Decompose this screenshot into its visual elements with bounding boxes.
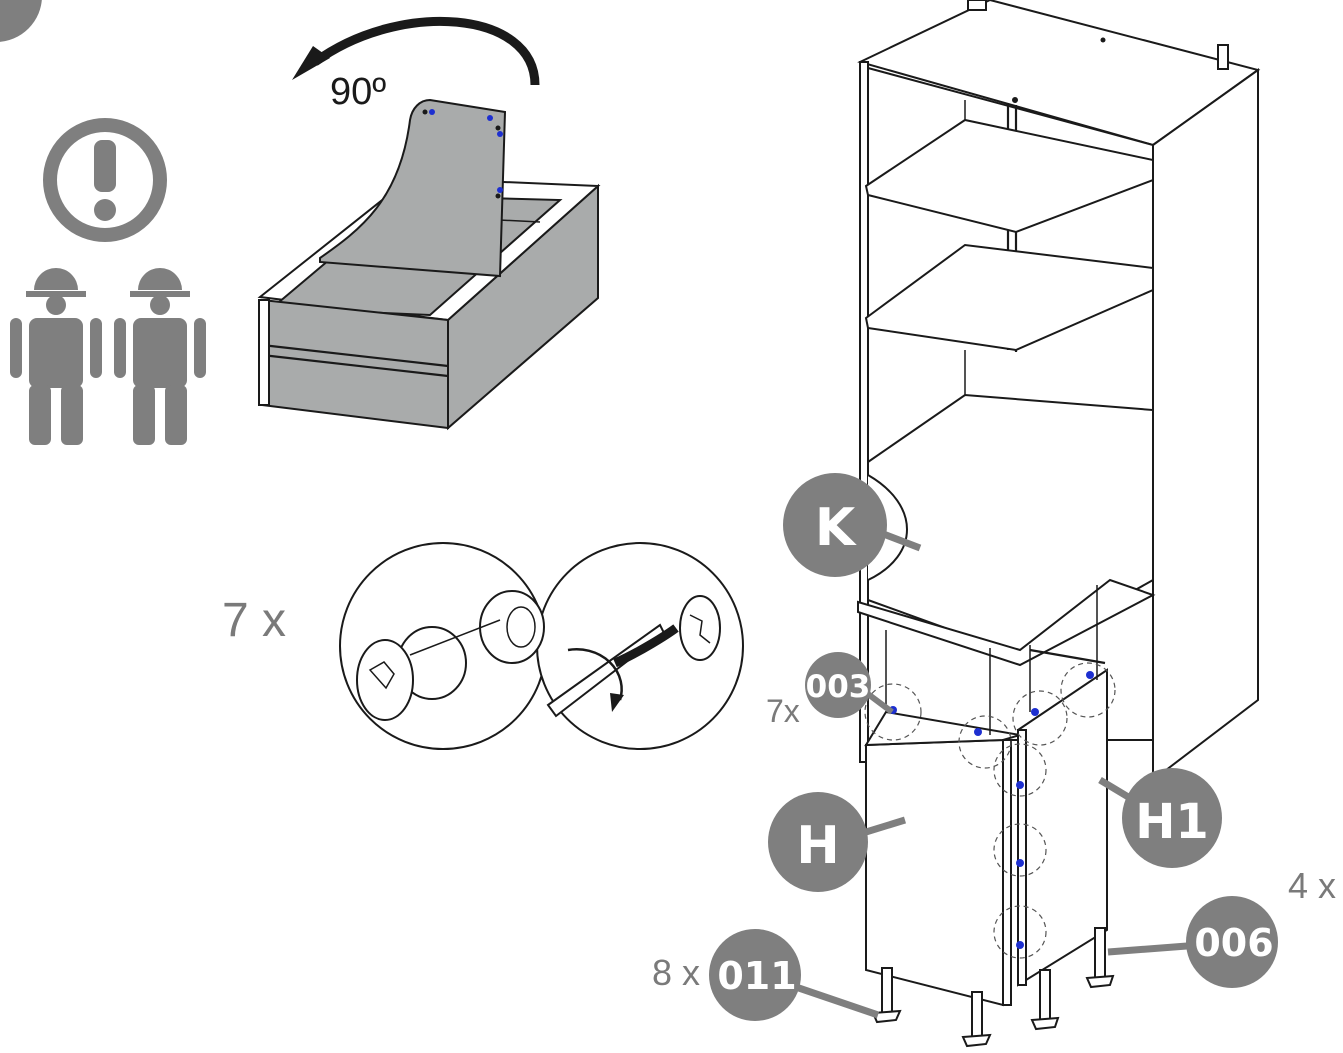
panel-h-illustration [864,710,1021,1007]
callout-003 [805,652,894,718]
panel-h1-label: H1 [1135,794,1209,850]
panel-k-label: K [815,498,857,558]
cam-lock-icon [339,542,744,750]
rotation-angle-label: 90º [330,71,386,113]
part-003-label: 003 [806,669,871,705]
callout-006 [1107,896,1278,988]
tall-cabinet-illustration [857,0,1261,783]
part-011-count: 8 x [652,952,700,993]
detail-circles [864,662,1116,959]
part-011-label: 011 [717,954,796,998]
warning-icon [43,118,167,242]
cabinet-feet [871,927,1115,1048]
callout-h1 [1098,768,1222,868]
part-006-label: 006 [1194,921,1273,965]
rotate-arrow-icon [292,16,540,86]
part-003-count: 7x [766,693,800,729]
panel-h-label: H [796,816,840,876]
callout-k [783,473,922,581]
panel-h1-illustration [1017,648,1108,987]
callout-011 [709,929,880,1021]
two-person-icon [10,268,206,445]
part-006-count: 4 x [1288,865,1336,906]
drawer-box-illustration [257,98,601,431]
step-marker [0,0,42,42]
screwdriver-icon [546,623,679,718]
callout-h [768,792,907,892]
cam-lock-count: 7 x [222,594,286,647]
